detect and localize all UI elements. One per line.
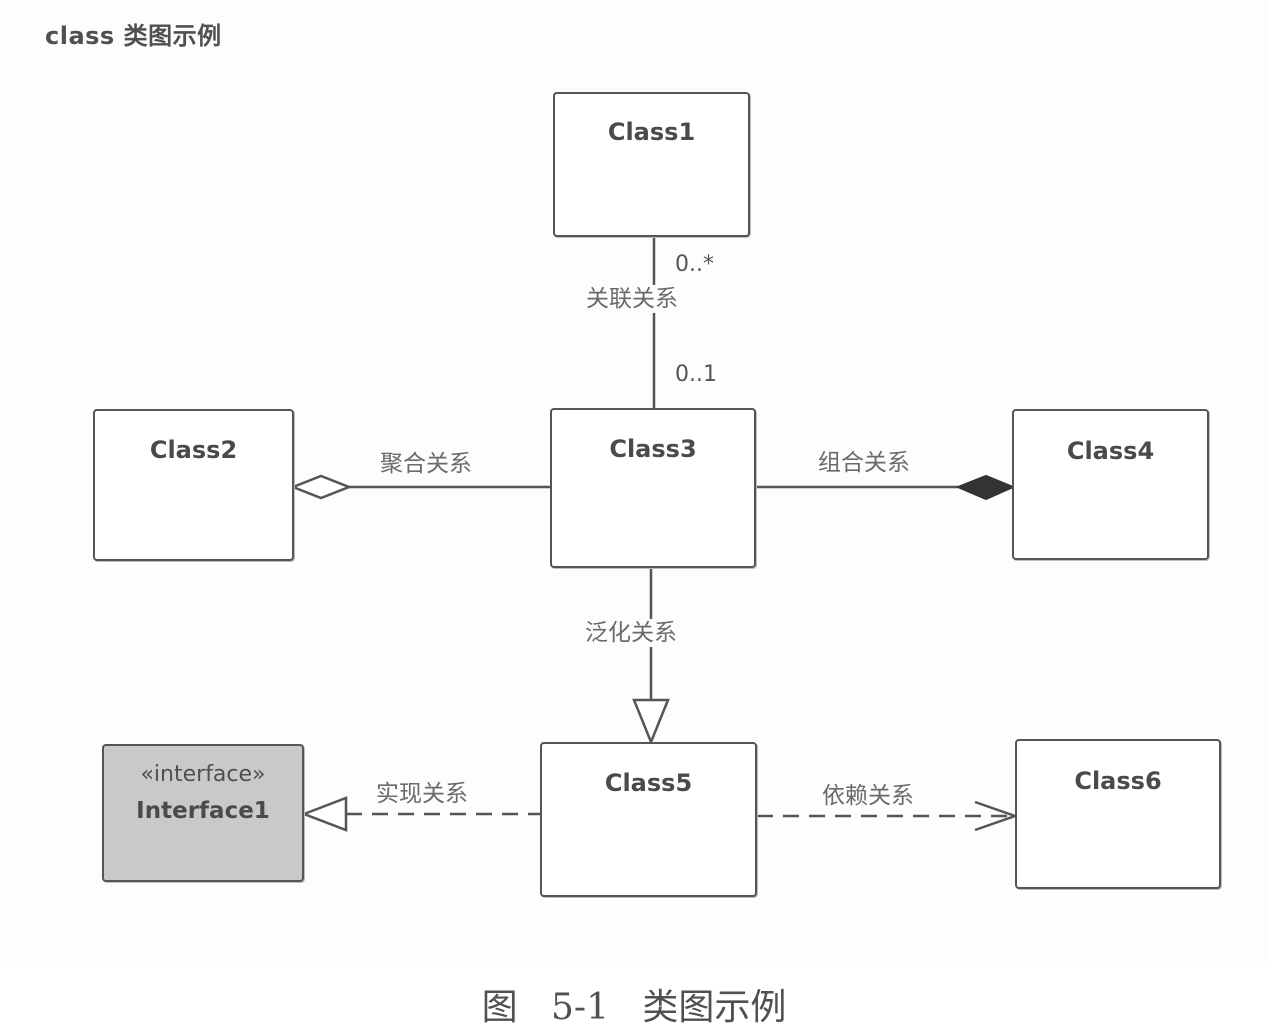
interface1-name: Interface1	[136, 798, 270, 824]
interface1-box[interactable]: «interface» Interface1	[102, 744, 304, 882]
aggregation-label: 聚合关系	[378, 450, 474, 478]
aggregation-hollow-diamond	[289, 474, 353, 500]
class3-box[interactable]: Class3	[550, 408, 756, 568]
generalization-hollow-triangle	[632, 698, 670, 746]
class2-name: Class2	[149, 436, 238, 464]
figure-caption: 图 5-1 类图示例	[481, 987, 787, 1028]
dependency-label: 依赖关系	[820, 782, 916, 810]
realization-label: 实现关系	[374, 780, 470, 808]
class2-box[interactable]: Class2	[93, 409, 294, 561]
class1-box[interactable]: Class1	[553, 92, 750, 237]
class1-name: Class1	[607, 118, 696, 146]
generalization-label: 泛化关系	[583, 619, 679, 647]
class5-box[interactable]: Class5	[540, 742, 757, 897]
multiplicity-class1-end: 0..*	[675, 252, 714, 277]
interface-stereotype: «interface»	[140, 762, 266, 787]
composition-label: 组合关系	[816, 449, 912, 477]
class3-name: Class3	[609, 435, 697, 463]
diagram-frame-label: class 类图示例	[45, 22, 222, 50]
multiplicity-class3-end: 0..1	[675, 362, 717, 387]
realization-hollow-triangle	[300, 796, 348, 832]
class4-box[interactable]: Class4	[1012, 409, 1209, 560]
class6-box[interactable]: Class6	[1015, 739, 1221, 889]
composition-filled-diamond	[955, 474, 1016, 501]
class6-name: Class6	[1074, 767, 1162, 795]
class5-name: Class5	[604, 769, 693, 797]
association-label: 关联关系	[584, 285, 680, 313]
class4-name: Class4	[1066, 437, 1155, 465]
